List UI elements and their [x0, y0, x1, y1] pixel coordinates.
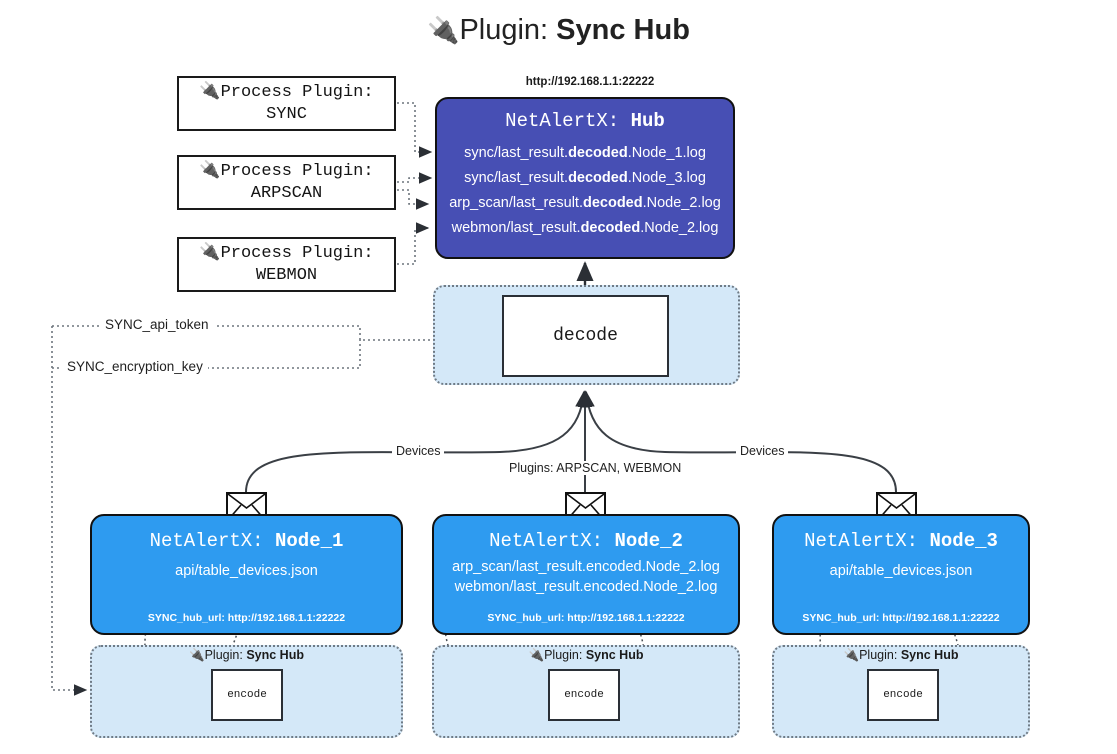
node-title: NetAlertX: Node_2 [489, 530, 683, 552]
hub-title: NetAlertX: Hub [437, 110, 733, 132]
plugins-center-label: Plugins: ARPSCAN, WEBMON [505, 461, 686, 475]
node-2[interactable]: NetAlertX: Node_2 arp_scan/last_result.e… [432, 514, 740, 635]
plug-icon: 🔌 [199, 244, 221, 264]
hub-title-prefix: NetAlertX: [505, 110, 620, 132]
hub-node[interactable]: NetAlertX: Hub sync/last_result.decoded.… [435, 97, 735, 259]
process-plugin-sync[interactable]: 🔌Process Plugin: SYNC [177, 76, 396, 131]
encode-group-node-2: 🔌Plugin: Sync Hub encode [432, 645, 740, 738]
node-title: NetAlertX: Node_1 [149, 530, 344, 552]
plug-icon: 🔌 [427, 15, 460, 45]
plug-icon: 🔌 [528, 648, 545, 662]
decode-box[interactable]: decode [502, 295, 669, 377]
node-file: api/table_devices.json [175, 563, 318, 579]
plug-icon: 🔌 [199, 162, 221, 182]
node-1[interactable]: NetAlertX: Node_1 api/table_devices.json… [90, 514, 403, 635]
encode-plugin-label: 🔌Plugin: Sync Hub [528, 648, 644, 662]
node-hub-url: SYNC_hub_url: http://192.168.1.1:22222 [802, 612, 1000, 624]
hub-url-label: http://192.168.1.1:22222 [525, 76, 655, 88]
devices-right-label: Devices [736, 444, 789, 458]
node-file: api/table_devices.json [829, 563, 973, 579]
process-plugin-line: 🔌Process Plugin: [199, 162, 374, 182]
page-title: 🔌Plugin: Sync Hub [0, 14, 1117, 47]
process-plugin-name: SYNC [266, 104, 307, 124]
encode-plugin-label: 🔌Plugin: Sync Hub [843, 648, 959, 662]
page-title-name: Sync Hub [556, 14, 690, 46]
node-hub-url: SYNC_hub_url: http://192.168.1.1:22222 [487, 612, 685, 624]
hub-log-line: arp_scan/last_result.decoded.Node_2.log [449, 194, 721, 211]
encode-box[interactable]: encode [548, 669, 620, 721]
process-plugin-webmon[interactable]: 🔌Process Plugin: WEBMON [177, 237, 396, 292]
plug-icon: 🔌 [189, 648, 205, 662]
process-plugin-line: 🔌Process Plugin: [199, 83, 374, 103]
process-plugin-name: ARPSCAN [250, 183, 323, 203]
plug-icon: 🔌 [843, 648, 860, 662]
process-plugin-arpscan[interactable]: 🔌Process Plugin: ARPSCAN [177, 155, 396, 210]
encode-box[interactable]: encode [211, 669, 283, 721]
encode-box[interactable]: encode [867, 669, 939, 721]
hub-log-line: sync/last_result.decoded.Node_1.log [464, 145, 706, 161]
node-hub-url: SYNC_hub_url: http://192.168.1.1:22222 [147, 612, 346, 624]
sync-encryption-key-label: SYNC_encryption_key [62, 359, 208, 374]
sync-api-token-label: SYNC_api_token [100, 317, 214, 332]
plug-icon: 🔌 [199, 83, 221, 103]
node-file: webmon/last_result.encoded.Node_2.log [454, 579, 718, 595]
encode-group-node-3: 🔌Plugin: Sync Hub encode [772, 645, 1030, 738]
hub-log-line: sync/last_result.decoded.Node_3.log [464, 169, 706, 186]
node-title: NetAlertX: Node_3 [804, 530, 998, 552]
process-plugin-line: 🔌Process Plugin: [199, 244, 374, 264]
devices-left-label: Devices [392, 444, 445, 458]
process-plugin-name: WEBMON [255, 265, 318, 285]
hub-log-line: webmon/last_result.decoded.Node_2.log [451, 219, 719, 236]
node-3[interactable]: NetAlertX: Node_3 api/table_devices.json… [772, 514, 1030, 635]
encode-group-node-1: 🔌Plugin: Sync Hub encode [90, 645, 403, 738]
page-title-prefix: Plugin: [459, 14, 549, 46]
hub-title-name: Hub [630, 110, 665, 132]
node-file: arp_scan/last_result.encoded.Node_2.log [452, 559, 720, 575]
encode-plugin-label: 🔌Plugin: Sync Hub [189, 648, 304, 662]
